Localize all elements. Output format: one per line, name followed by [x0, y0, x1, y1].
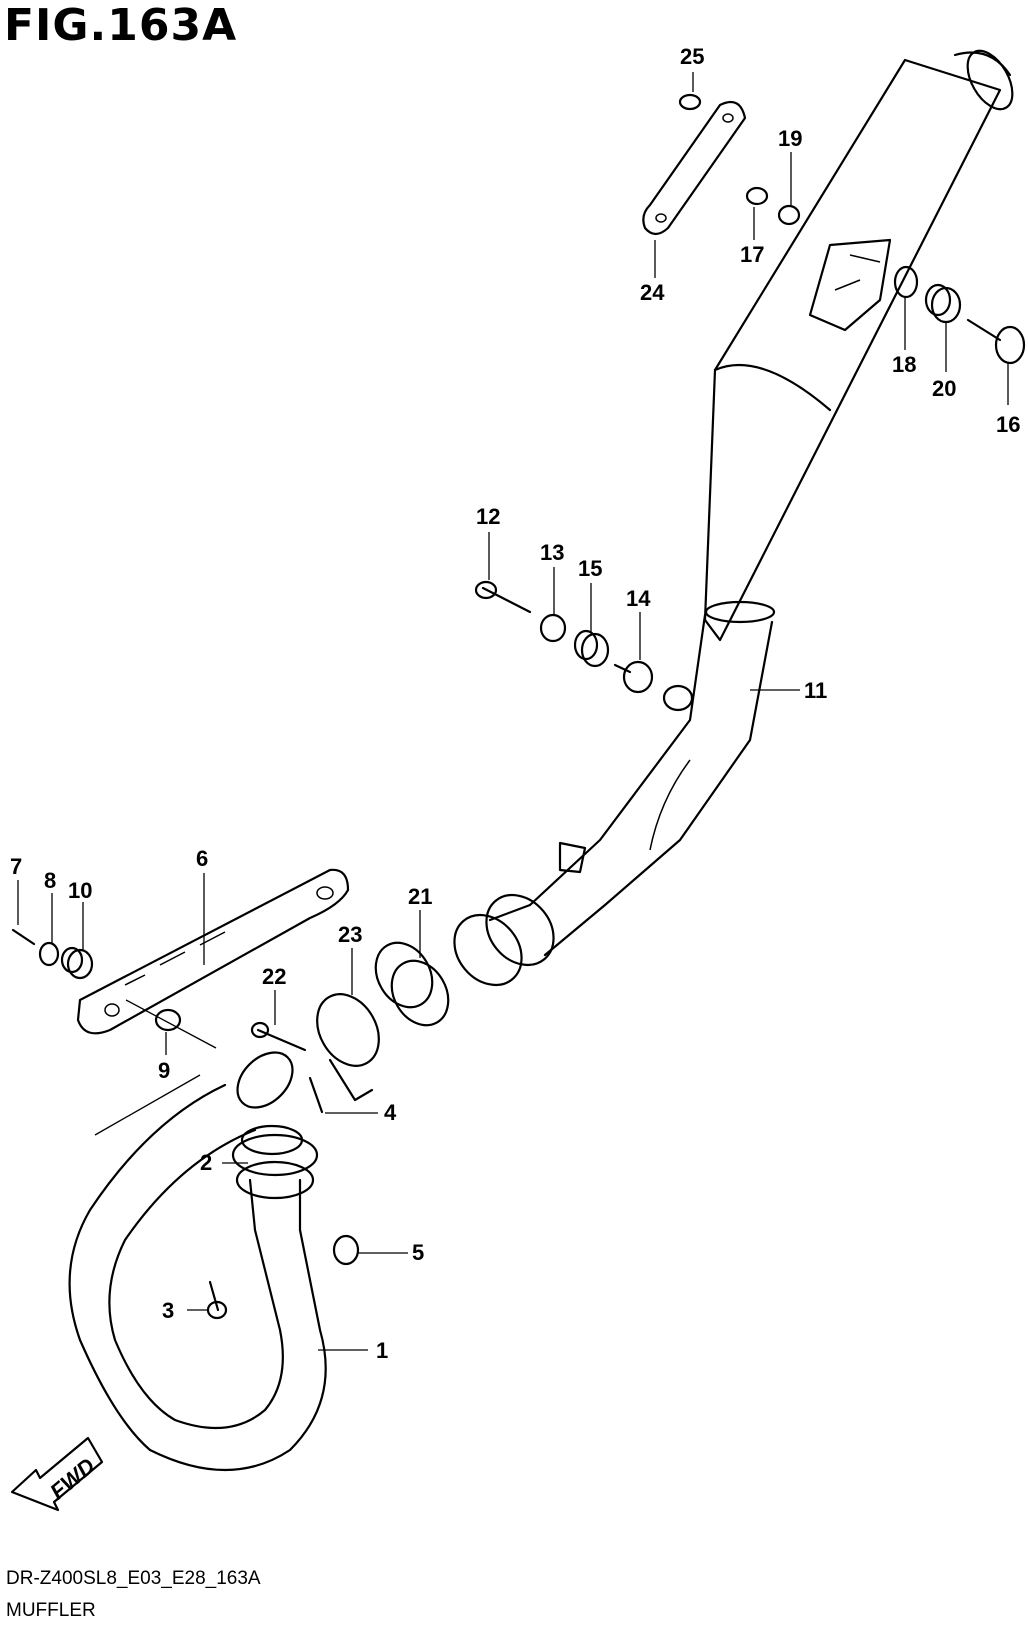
hardware [11, 93, 1026, 1320]
callout-19: 19 [778, 126, 802, 151]
heat-shield [76, 868, 350, 1035]
callout-14: 14 [626, 586, 651, 611]
callout-labels: 25 24 19 17 18 20 16 12 13 15 14 11 21 2… [10, 44, 1020, 1363]
exhaust-pipe [68, 1051, 327, 1471]
callout-22: 22 [262, 964, 286, 989]
callout-1: 1 [376, 1338, 388, 1363]
muffler-body [453, 49, 1014, 987]
callout-4: 4 [384, 1100, 397, 1125]
callout-7: 7 [10, 854, 22, 879]
callout-24: 24 [640, 280, 665, 305]
callout-23: 23 [338, 922, 362, 947]
diagram-code: DR-Z400SL8_E03_E28_163A [6, 1568, 261, 1589]
fwd-label: FWD [45, 1453, 100, 1504]
callout-16: 16 [996, 412, 1020, 437]
callout-15: 15 [578, 556, 602, 581]
callout-17: 17 [740, 242, 764, 267]
callout-13: 13 [540, 540, 564, 565]
callout-5: 5 [412, 1240, 424, 1265]
callout-2: 2 [200, 1150, 212, 1175]
callout-6: 6 [196, 846, 208, 871]
fwd-arrow: FWD [10, 1436, 104, 1512]
figure-title: FIG.163A [4, 0, 238, 51]
callout-20: 20 [932, 376, 956, 401]
callout-18: 18 [892, 352, 916, 377]
callout-9: 9 [158, 1058, 170, 1083]
leader-lines [17, 72, 1009, 1351]
callout-12: 12 [476, 504, 500, 529]
callout-10: 10 [68, 878, 92, 903]
callout-3: 3 [162, 1298, 174, 1323]
callout-25: 25 [680, 44, 704, 69]
callout-11: 11 [804, 678, 827, 703]
callout-21: 21 [408, 884, 432, 909]
callout-8: 8 [44, 868, 56, 893]
diagram-name: MUFFLER [6, 1600, 96, 1621]
